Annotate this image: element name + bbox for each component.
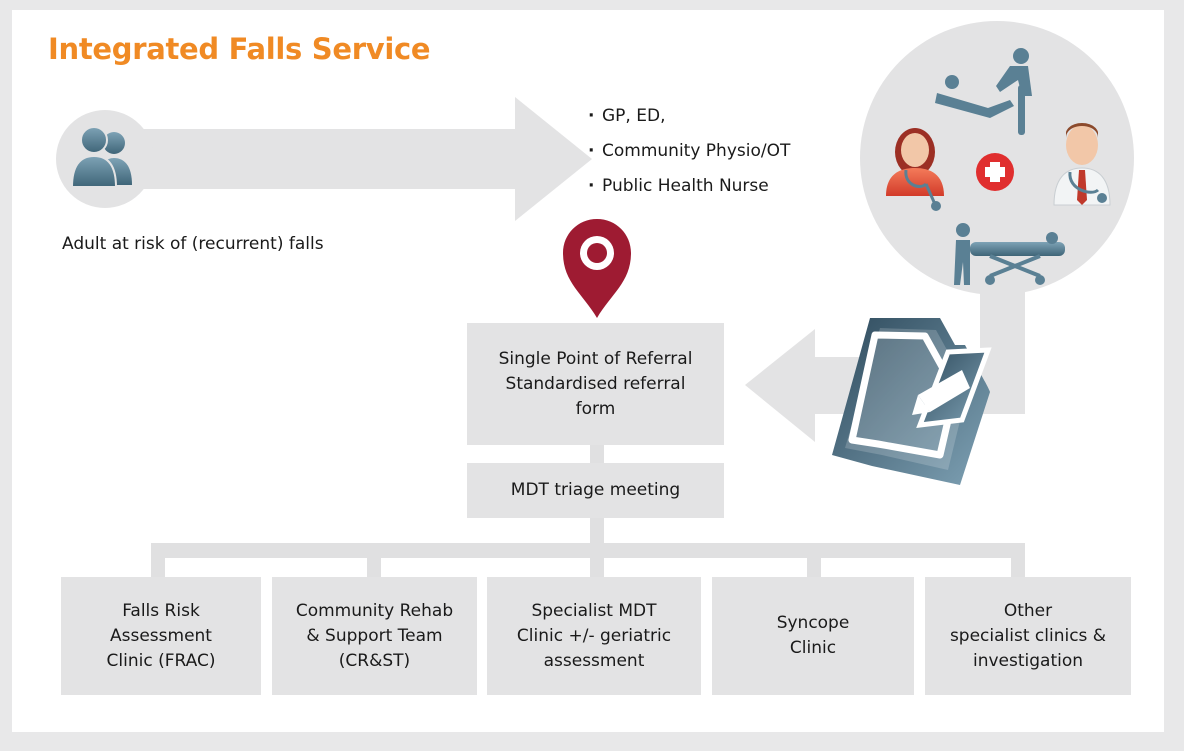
clinic-line: Other — [1003, 600, 1053, 621]
connector-lines — [151, 445, 1025, 578]
mdt-triage-box: MDT triage meeting — [467, 463, 724, 518]
clinic-box-specialist-mdt: Specialist MDT Clinic +/- geriatric asse… — [487, 577, 701, 695]
referrer-item: GP, ED, — [588, 105, 790, 127]
people-icon — [70, 126, 132, 188]
clinic-box-frac: Falls Risk Assessment Clinic (FRAC) — [61, 577, 261, 695]
connector-drop-4 — [807, 543, 821, 578]
connector-referral-triage — [590, 445, 604, 463]
connector-drop-5 — [1011, 543, 1025, 578]
connector-drop-1 — [151, 543, 165, 578]
clinic-line: Clinic (FRAC) — [106, 650, 216, 671]
medical-cross-icon — [976, 153, 1014, 191]
clinic-line: investigation — [972, 650, 1084, 671]
clinic-line: Clinic +/- geriatric — [516, 625, 672, 646]
clinic-box-syncope: Syncope Clinic — [712, 577, 914, 695]
clinic-line: Community Rehab — [295, 600, 454, 621]
referral-line-3: form — [575, 398, 616, 419]
clinic-line: Clinic — [789, 638, 837, 658]
clinic-line: Assessment — [110, 625, 212, 646]
connector-bus — [151, 543, 1025, 558]
clinic-line: Falls Risk — [122, 600, 200, 621]
referrer-item: Public Health Nurse — [588, 175, 790, 197]
referral-line-1: Single Point of Referral — [498, 348, 693, 369]
clinic-line: (CR&ST) — [338, 650, 411, 671]
referrer-item: Community Physio/OT — [588, 140, 790, 162]
page-title: Integrated Falls Service — [48, 32, 431, 66]
patient-label: Adult at risk of (recurrent) falls — [62, 234, 324, 254]
connector-drop-3 — [590, 543, 604, 578]
referral-form-icon — [832, 318, 992, 485]
referral-arrow-right — [140, 97, 592, 221]
clinicians-icon — [886, 48, 1111, 285]
clinic-line: Specialist MDT — [531, 600, 657, 621]
location-pin-icon — [563, 219, 631, 318]
clinic-line: assessment — [543, 650, 645, 671]
connector-triage-bus — [590, 518, 604, 544]
clinic-box-crst: Community Rehab & Support Team (CR&ST) — [272, 577, 477, 695]
triage-label: MDT triage meeting — [510, 480, 681, 500]
clinic-line: Syncope — [776, 613, 850, 633]
clinic-line: & Support Team — [306, 625, 443, 646]
referrer-list: GP, ED, Community Physio/OT Public Healt… — [588, 105, 790, 210]
connector-drop-2 — [367, 543, 381, 578]
clinic-line: specialist clinics & — [949, 625, 1107, 646]
clinic-box-other: Other specialist clinics & investigation — [925, 577, 1131, 695]
single-point-of-referral-box: Single Point of Referral Standardised re… — [467, 323, 724, 445]
referral-line-2: Standardised referral — [505, 373, 686, 394]
